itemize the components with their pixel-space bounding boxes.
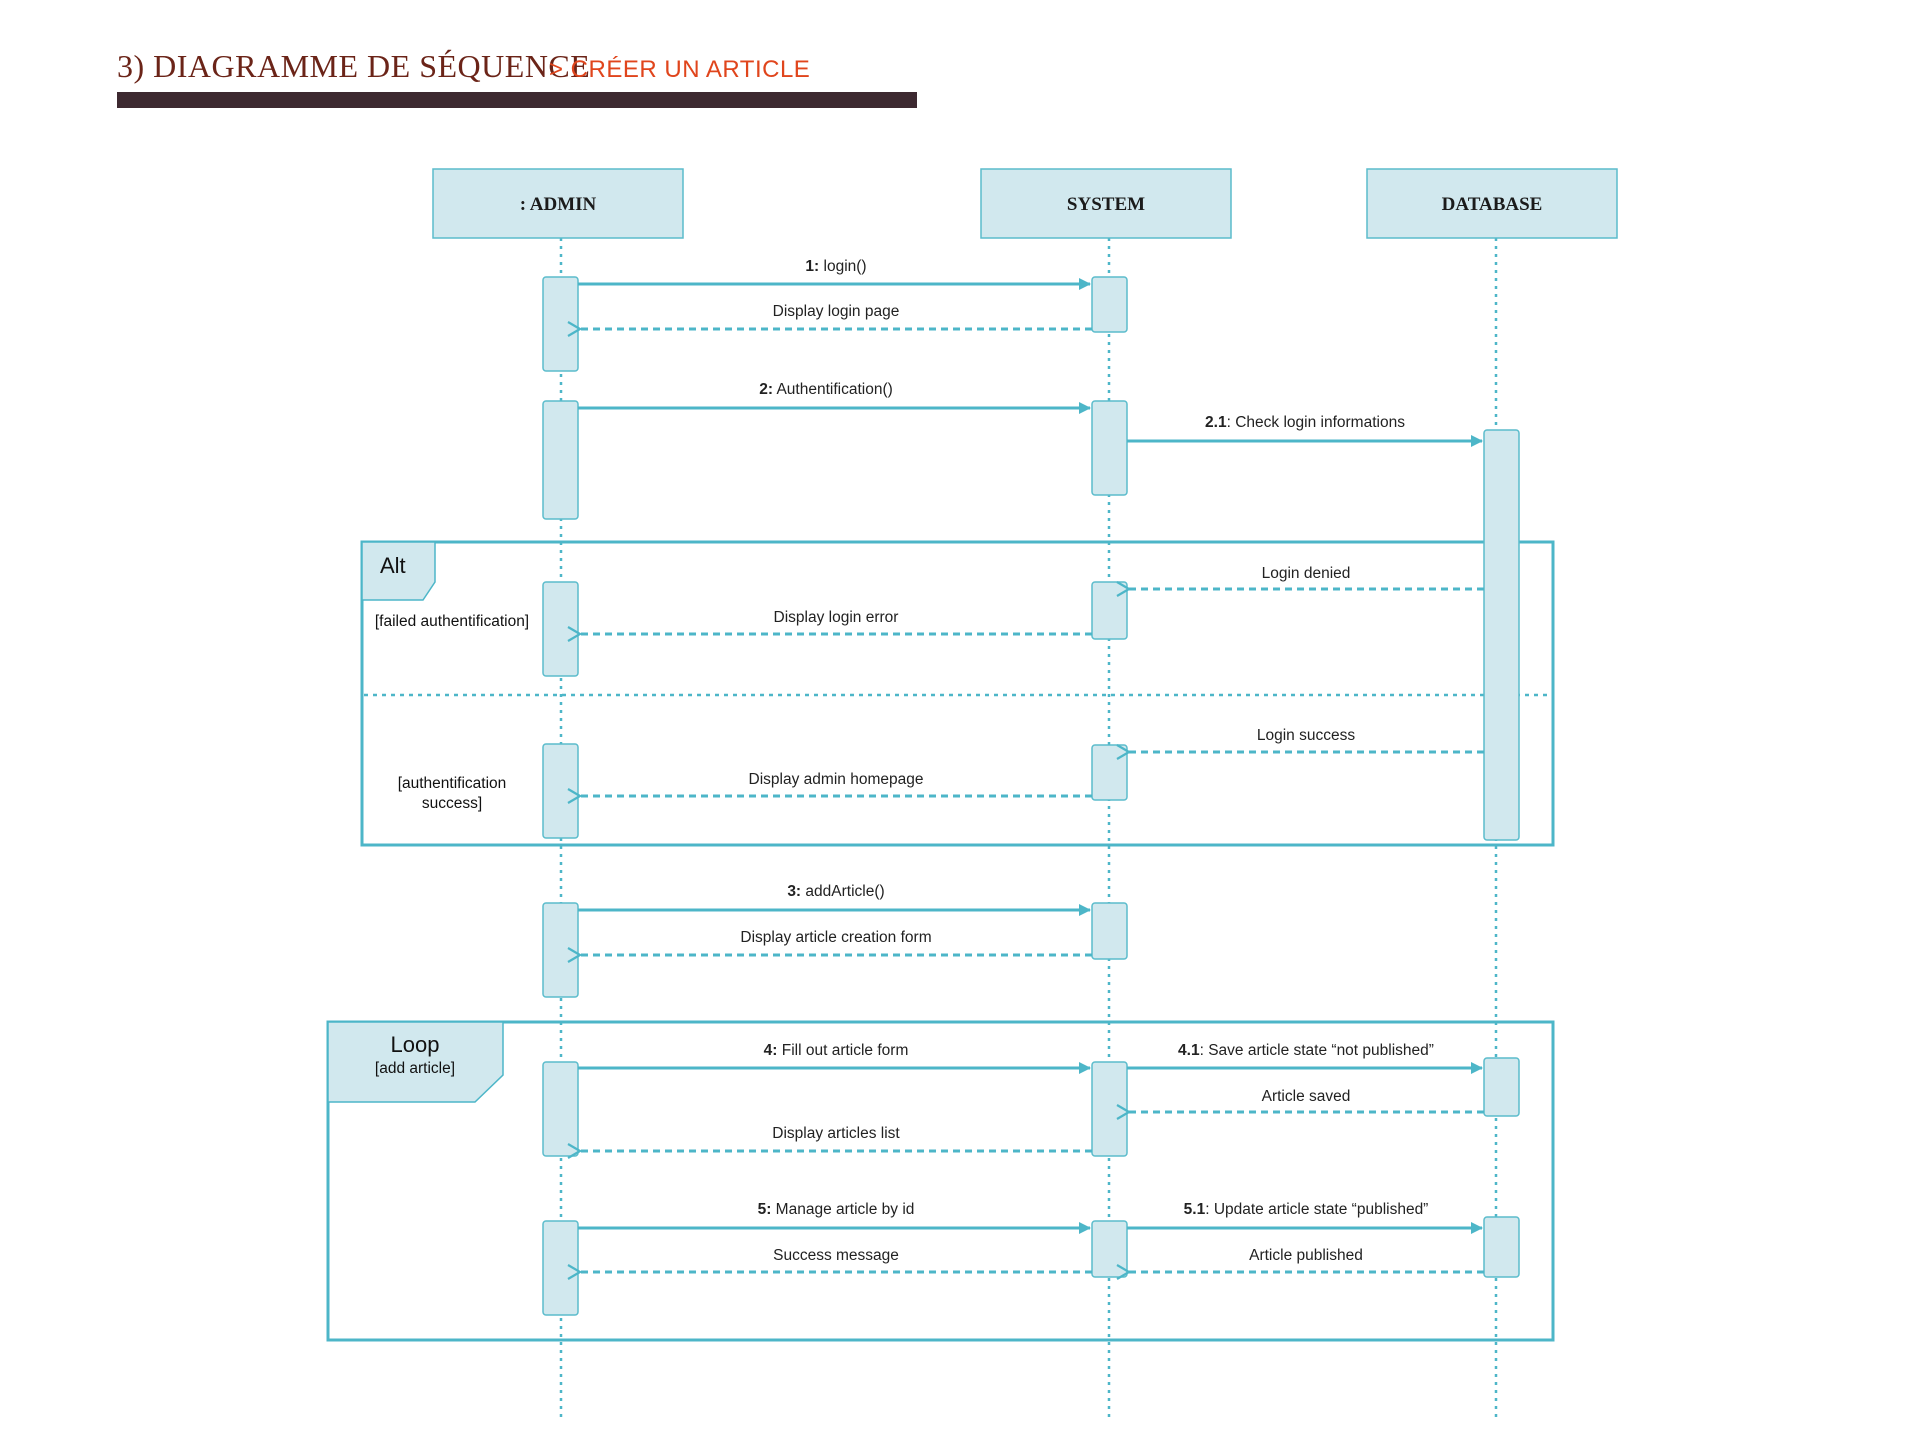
message-fill-article-form: 4: Fill out article form bbox=[578, 1042, 1091, 1074]
svg-text:Display admin homepage: Display admin homepage bbox=[749, 771, 924, 788]
loop-frame-tag: Loop bbox=[391, 1032, 440, 1057]
message-manage-article: 5: Manage article by id bbox=[578, 1201, 1091, 1234]
svg-text:3: addArticle(): 3: addArticle() bbox=[787, 883, 884, 900]
activation-bar bbox=[1091, 1220, 1128, 1278]
activation-bar bbox=[1091, 581, 1128, 640]
activation-bar bbox=[1091, 744, 1128, 801]
page-subtitle: > CRÉER UN ARTICLE bbox=[549, 56, 811, 83]
svg-text:4: Fill out article form: 4: Fill out article form bbox=[764, 1042, 909, 1059]
svg-text:Display login error: Display login error bbox=[774, 609, 899, 626]
svg-text:5.1: Update article state “pub: 5.1: Update article state “published” bbox=[1184, 1201, 1429, 1218]
message-add-article: 3: addArticle() bbox=[578, 883, 1091, 916]
message-save-article-state: 4.1: Save article state “not published” bbox=[1127, 1042, 1483, 1074]
messages: 1: login() Display login page 2: Authent… bbox=[578, 258, 1484, 1272]
alt-guard-failed: [failed authentification] bbox=[375, 613, 529, 630]
title-underline-bar bbox=[117, 92, 917, 108]
svg-text:4.1: Save article state “not p: 4.1: Save article state “not published” bbox=[1178, 1042, 1434, 1059]
svg-text:Login denied: Login denied bbox=[1262, 565, 1351, 582]
message-login: 1: login() bbox=[578, 258, 1091, 290]
svg-text:Display articles list: Display articles list bbox=[772, 1125, 900, 1142]
svg-text:Article saved: Article saved bbox=[1262, 1088, 1351, 1105]
loop-frame: Loop [add article] bbox=[326, 1020, 1555, 1342]
svg-text:Success message: Success message bbox=[773, 1247, 899, 1264]
actor-system-label: SYSTEM bbox=[1067, 194, 1145, 215]
actor-database: DATABASE bbox=[1366, 168, 1618, 239]
message-authentification: 2: Authentification() bbox=[578, 381, 1091, 414]
activation-bar bbox=[1091, 400, 1128, 496]
message-login-denied: Login denied bbox=[1129, 565, 1484, 589]
message-display-login-page: Display login page bbox=[580, 303, 1092, 329]
message-article-published: Article published bbox=[1129, 1247, 1484, 1272]
svg-text:Article published: Article published bbox=[1249, 1247, 1363, 1264]
message-login-success: Login success bbox=[1129, 727, 1484, 752]
alt-frame-tag: Alt bbox=[380, 553, 406, 578]
svg-text:2.1: Check login informations: 2.1: Check login informations bbox=[1205, 414, 1405, 431]
activation-bar bbox=[542, 581, 579, 677]
activation-bar bbox=[1091, 902, 1128, 960]
svg-text:5: Manage article by id: 5: Manage article by id bbox=[758, 1201, 915, 1218]
activation-bar bbox=[1091, 276, 1128, 333]
loop-guard: [add article] bbox=[375, 1060, 455, 1077]
message-check-login: 2.1: Check login informations bbox=[1127, 414, 1483, 447]
message-update-article-state: 5.1: Update article state “published” bbox=[1127, 1201, 1483, 1234]
alt-guard-success-line1: [authentification bbox=[398, 775, 507, 792]
activation-bar bbox=[542, 400, 579, 520]
activation-bar bbox=[1483, 429, 1520, 841]
activation-bar bbox=[542, 276, 579, 372]
actor-admin-label: : ADMIN bbox=[520, 194, 597, 215]
activation-bar bbox=[542, 1061, 579, 1157]
actor-admin: : ADMIN bbox=[432, 168, 684, 239]
svg-text:Display article creation form: Display article creation form bbox=[740, 929, 931, 946]
activation-bar bbox=[1091, 1061, 1128, 1157]
alt-frame: Alt [failed authentification] [authentif… bbox=[360, 540, 1555, 847]
activation-bar bbox=[542, 902, 579, 998]
page-title: 3) DIAGRAMME DE SÉQUENCE bbox=[117, 48, 591, 84]
message-display-article-form: Display article creation form bbox=[580, 929, 1092, 955]
activation-bar bbox=[1483, 1216, 1520, 1278]
actor-database-label: DATABASE bbox=[1442, 194, 1543, 215]
message-display-articles-list: Display articles list bbox=[580, 1125, 1092, 1151]
activation-bar bbox=[542, 1220, 579, 1316]
alt-guard-success-line2: success] bbox=[422, 795, 482, 812]
message-article-saved: Article saved bbox=[1129, 1088, 1484, 1112]
message-display-login-error: Display login error bbox=[580, 609, 1092, 634]
activation-bar bbox=[542, 743, 579, 839]
svg-text:1: login(): 1: login() bbox=[805, 258, 866, 275]
message-success-message: Success message bbox=[580, 1247, 1092, 1272]
svg-text:Login success: Login success bbox=[1257, 727, 1355, 744]
svg-text:Display login page: Display login page bbox=[773, 303, 900, 320]
activation-bar bbox=[1483, 1057, 1520, 1117]
svg-text:2: Authentification(): 2: Authentification() bbox=[759, 381, 893, 398]
actor-system: SYSTEM bbox=[980, 168, 1232, 239]
message-display-admin-homepage: Display admin homepage bbox=[580, 771, 1092, 796]
